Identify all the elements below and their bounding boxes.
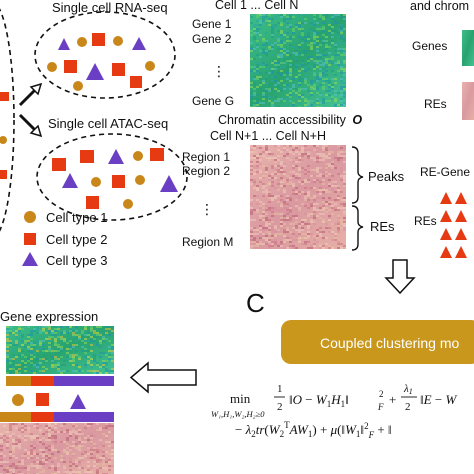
triangle-icon <box>22 252 38 266</box>
legend-label-3: Cell type 3 <box>46 253 107 268</box>
circle-icon <box>24 211 36 223</box>
rna-seq-title: Single cell RNA-seq <box>52 0 168 15</box>
atac-heatmap-texture <box>250 145 346 249</box>
atac-matrix-title: Chromatin accessibility O <box>218 113 362 127</box>
circle-icon <box>12 394 24 406</box>
atac-row-labels: Region 1 Region 2 ⋮ Region M <box>182 150 233 249</box>
square-icon <box>36 393 49 406</box>
circle-icon <box>133 151 143 161</box>
square-icon <box>24 233 36 245</box>
svg-text:Region 1: Region 1 <box>182 150 230 164</box>
banner-text: Coupled clustering mo <box>320 335 460 351</box>
svg-text:Gene 2: Gene 2 <box>192 32 232 46</box>
svg-text:2: 2 <box>405 401 411 413</box>
res-heatmap <box>462 82 474 120</box>
svg-text:1: 1 <box>277 383 283 395</box>
re-gene-triangles <box>440 192 467 258</box>
square-icon <box>130 76 142 88</box>
rna-col-header: Cell 1 ... Cell N <box>215 0 298 12</box>
svg-text:2: 2 <box>277 401 283 413</box>
square-icon <box>64 60 77 73</box>
genes-label: Genes <box>412 39 447 53</box>
svg-text:Region 2: Region 2 <box>182 164 230 178</box>
legend-label-2: Cell type 2 <box>46 232 107 247</box>
objective-equation: min W₁,H₁,W₂,H₂≥0 1 2 ‖O − W1H1‖ 2 F + λ… <box>211 383 457 440</box>
atac-cell-ellipse <box>36 133 188 221</box>
atac-col-header: Cell N+1 ... Cell N+H <box>210 129 326 143</box>
svg-text:F: F <box>377 402 384 412</box>
triangle-icon <box>108 149 124 164</box>
svg-text:Region M: Region M <box>182 235 233 249</box>
circle-icon <box>91 177 101 187</box>
triangle-icon <box>58 38 70 50</box>
left-arrow <box>129 361 197 394</box>
square-icon <box>112 63 125 76</box>
square-icon <box>80 150 94 163</box>
result-cluster-bar-2 <box>0 412 114 422</box>
svg-text:‖O − W1H1‖: ‖O − W1H1‖ <box>289 392 349 409</box>
atac-seq-title: Single cell ATAC-seq <box>48 116 168 131</box>
rna-heatmap-texture <box>250 14 346 107</box>
result-pink-texture <box>0 423 114 474</box>
svg-text:W₁,H₁,W₂,H₂≥0: W₁,H₁,W₂,H₂≥0 <box>211 409 265 419</box>
panel-c-label: C <box>246 288 265 318</box>
svg-text:Gene G: Gene G <box>192 94 234 108</box>
legend-label-1: Cell type 1 <box>46 210 107 225</box>
svg-text:2: 2 <box>379 389 384 399</box>
svg-text:+: + <box>389 392 396 407</box>
coupled-clustering-banner <box>281 320 474 364</box>
right-header: and chrom <box>410 0 469 13</box>
square-icon <box>86 196 99 209</box>
split-arrows <box>18 82 43 138</box>
circle-icon <box>145 61 155 71</box>
svg-text:λ1: λ1 <box>403 383 413 396</box>
result-green-texture <box>6 326 114 374</box>
circle-icon <box>123 199 133 209</box>
svg-text:Gene 1: Gene 1 <box>192 17 232 31</box>
res-label: REs <box>424 97 447 111</box>
square-icon <box>52 158 66 171</box>
circle-icon <box>47 62 57 72</box>
svg-text:⋮: ⋮ <box>200 201 214 217</box>
rna-cell-ellipse <box>34 11 176 99</box>
square-icon <box>112 175 125 188</box>
atac-brackets <box>351 146 364 251</box>
res-bracket-label: REs <box>370 219 395 234</box>
triangle-icon <box>160 175 178 192</box>
genes-heatmap <box>462 30 474 66</box>
svg-text:− λ2tr(W2TAW1) + μ(‖W1‖2F + ‖: − λ2tr(W2TAW1) + μ(‖W1‖2F + ‖ <box>235 420 392 440</box>
circle-icon <box>113 36 123 46</box>
svg-text:⋮: ⋮ <box>212 63 226 79</box>
circle-icon <box>73 81 83 91</box>
triangle-icon <box>86 63 104 80</box>
svg-text:‖E − W: ‖E − W <box>420 392 457 407</box>
cell-population <box>0 8 15 232</box>
triangle-icon <box>62 173 78 188</box>
cell-type-legend: Cell type 1 Cell type 2 Cell type 3 <box>22 210 107 268</box>
circle-icon <box>77 37 87 47</box>
svg-text:min: min <box>230 391 251 406</box>
peaks-label: Peaks <box>368 169 405 184</box>
gene-expression-label: Gene expression <box>0 309 98 324</box>
down-arrow <box>384 259 416 295</box>
result-cluster-bar-1 <box>6 376 114 386</box>
rna-row-labels: Gene 1 Gene 2 ⋮ Gene G <box>192 17 234 108</box>
square-icon <box>92 33 105 46</box>
circle-icon <box>135 175 145 185</box>
square-icon <box>150 148 164 161</box>
triangle-icon <box>70 394 86 409</box>
res-label-2: REs <box>414 214 437 228</box>
re-gene-label: RE-Gene <box>420 165 470 179</box>
triangle-icon <box>132 37 146 50</box>
